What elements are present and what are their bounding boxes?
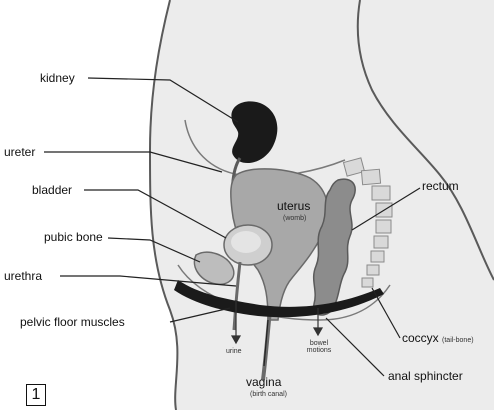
- label-coccyx-main: coccyx: [402, 331, 439, 345]
- label-vagina: vagina: [246, 376, 281, 388]
- label-pubic-bone: pubic bone: [44, 231, 103, 243]
- label-rectum: rectum: [422, 180, 459, 192]
- label-urethra: urethra: [4, 270, 42, 282]
- label-ureter: ureter: [4, 146, 35, 158]
- label-urine: urine: [226, 348, 242, 355]
- label-coccyx-sub: (tail-bone): [442, 337, 474, 344]
- label-bowel-motions-line1: bowel: [300, 340, 338, 347]
- bladder-inner: [231, 231, 261, 253]
- label-vagina-sub: (birth canal): [250, 391, 287, 398]
- panel-number-box: 1: [26, 384, 46, 406]
- label-uterus-sub: (womb): [283, 215, 306, 222]
- label-kidney: kidney: [40, 72, 75, 84]
- label-coccyx: coccyx (tail-bone): [402, 332, 474, 344]
- label-pelvic-floor-muscles: pelvic floor muscles: [20, 316, 125, 328]
- label-bowel-motions-line2: motions: [300, 347, 338, 354]
- label-bowel-motions: bowel motions: [300, 340, 338, 354]
- label-bladder: bladder: [32, 184, 72, 196]
- label-uterus: uterus: [277, 200, 310, 212]
- label-anal-sphincter: anal sphincter: [388, 370, 463, 382]
